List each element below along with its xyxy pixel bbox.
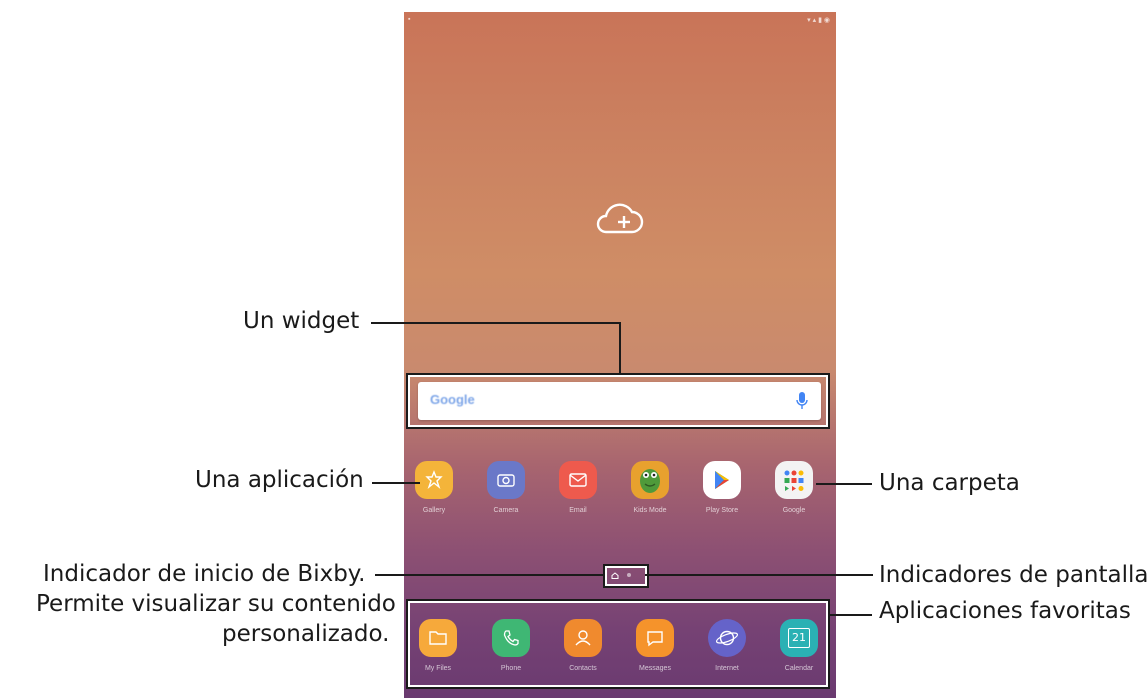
favorite-calendar[interactable]: 21 Calendar (772, 619, 826, 672)
callout-bixby-line1: Indicador de inicio de Bixby. (43, 561, 366, 587)
google-logo: Google (430, 392, 475, 407)
phone-icon (492, 619, 530, 657)
email-icon (559, 461, 597, 499)
status-icons: ▾ ▴ ▮ ◉ (807, 17, 830, 24)
callout-folder: Una carpeta (879, 470, 1020, 496)
favorite-internet[interactable]: Internet (700, 619, 754, 672)
app-label: Phone (500, 665, 522, 672)
app-play-store[interactable]: Play Store (695, 461, 749, 514)
contacts-icon (564, 619, 602, 657)
callout-bixby-line3: personalizado. (222, 621, 390, 647)
callout-widget: Un widget (243, 308, 360, 334)
favorite-contacts[interactable]: Contacts (556, 619, 610, 672)
gallery-icon (415, 461, 453, 499)
app-email[interactable]: Email (551, 461, 605, 514)
folder-icon (419, 619, 457, 657)
app-label: Gallery (422, 507, 446, 514)
widget-leader-line-h (371, 322, 621, 324)
app-label: Google (782, 507, 806, 514)
calendar-icon: 21 (780, 619, 818, 657)
google-folder-icon (775, 461, 813, 499)
camera-icon (487, 461, 525, 499)
app-label: Internet (715, 665, 739, 672)
messages-icon (636, 619, 674, 657)
page-dot[interactable] (627, 573, 631, 577)
screen-indicators-leader-line (645, 574, 873, 576)
app-row: Gallery Camera Email Kids Mode Play Stor… (404, 461, 836, 531)
app-label: Calendar (784, 665, 814, 672)
callout-screen-indicators: Indicadores de pantalla (879, 562, 1147, 588)
status-bar: ▪ ▾ ▴ ▮ ◉ (404, 12, 836, 28)
notification-icon: ▪ (408, 16, 411, 23)
calendar-day: 21 (788, 628, 810, 648)
app-label: Camera (493, 507, 519, 514)
widget-highlight-frame (406, 373, 830, 429)
app-label: Kids Mode (633, 507, 667, 514)
app-google-folder[interactable]: Google (767, 461, 821, 514)
widget-leader-line-v (619, 322, 621, 374)
app-gallery[interactable]: Gallery (407, 461, 461, 514)
callout-bixby-line2: Permite visualizar su contenido (36, 591, 396, 617)
app-label: Email (569, 507, 587, 514)
play-store-icon (703, 461, 741, 499)
app-label: My Files (424, 665, 452, 672)
page-indicator[interactable] (602, 566, 640, 584)
bixby-home-icon[interactable] (611, 571, 619, 579)
favorite-phone[interactable]: Phone (484, 619, 538, 672)
folder-leader-line (816, 483, 872, 485)
google-search-widget[interactable]: Google (418, 382, 821, 420)
app-leader-line (372, 482, 420, 484)
app-label: Messages (639, 665, 671, 672)
internet-icon (708, 619, 746, 657)
favorite-my-files[interactable]: My Files (411, 619, 465, 672)
favorites-highlight-frame (406, 599, 830, 689)
callout-favorites: Aplicaciones favoritas (879, 598, 1131, 624)
kids-mode-icon (631, 461, 669, 499)
page-indicator-highlight-frame (603, 564, 649, 588)
app-camera[interactable]: Camera (479, 461, 533, 514)
app-kids-mode[interactable]: Kids Mode (623, 461, 677, 514)
favorites-leader-line (828, 614, 872, 616)
favorite-messages[interactable]: Messages (628, 619, 682, 672)
app-label: Contacts (569, 665, 597, 672)
mic-icon[interactable] (795, 391, 809, 411)
app-label: Play Store (705, 507, 739, 514)
favorites-row: My Files Phone Contacts Messages Interne… (404, 619, 836, 689)
cloud-add-icon[interactable] (592, 198, 648, 238)
callout-app: Una aplicación (195, 467, 364, 493)
bixby-leader-line (375, 574, 605, 576)
